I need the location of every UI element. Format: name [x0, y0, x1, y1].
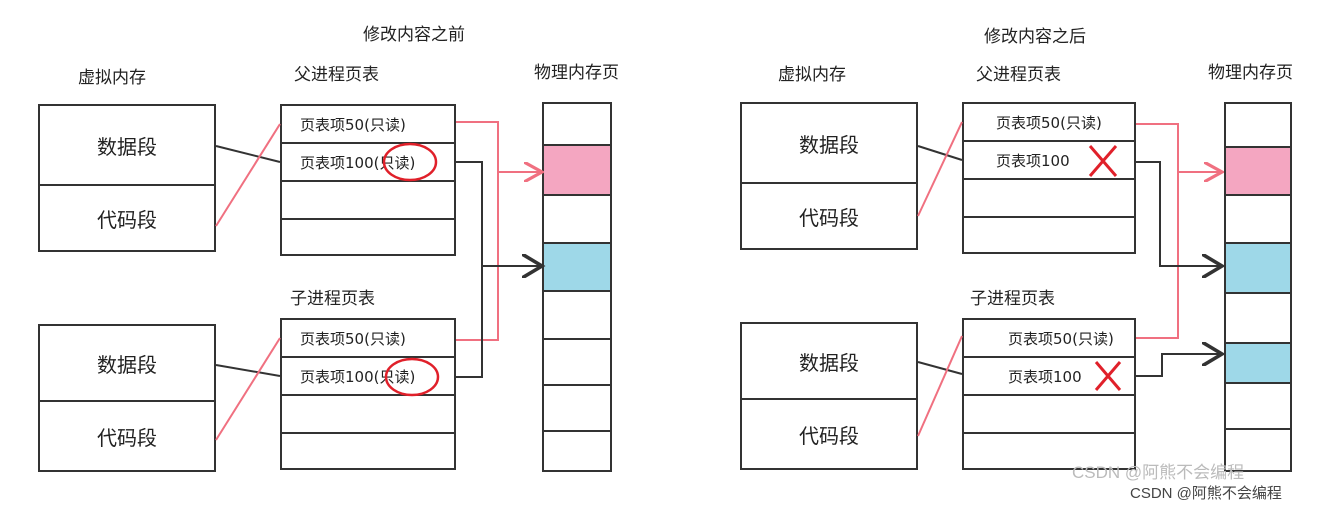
- data-segment-link: [917, 361, 963, 375]
- page-table-entry: [282, 220, 454, 256]
- child-virtual-memory: 数据段 代码段: [38, 324, 216, 472]
- physical-page-100: [544, 244, 610, 292]
- child-table-label: 子进程页表: [290, 289, 375, 309]
- before-panel: 修改内容之前 虚拟内存 父进程页表 物理内存页 子进程页表 数据段 代码段 数据…: [38, 25, 619, 472]
- entry50-to-page: [1136, 123, 1220, 172]
- physical-page-100-child: [1226, 344, 1290, 384]
- child-page-table: 页表项50(只读) 页表项100: [962, 318, 1136, 470]
- page-table-entry: [282, 396, 454, 434]
- virtual-memory-label: 虚拟内存: [78, 68, 146, 88]
- page-table-entry: 页表项100(只读): [282, 358, 454, 396]
- physical-page: [544, 340, 610, 386]
- entry50-to-page: [456, 172, 499, 341]
- parent-page-table: 页表项50(只读) 页表项100: [962, 102, 1136, 254]
- data-segment-link: [917, 145, 963, 161]
- code-segment-link: [917, 335, 963, 437]
- physical-page-50: [544, 146, 610, 196]
- child-entry100-to-page: [1136, 354, 1220, 377]
- page-table-entry: 页表项50(只读): [282, 106, 454, 144]
- code-segment-link: [917, 121, 963, 217]
- physical-page: [1226, 384, 1290, 430]
- parent-table-label: 父进程页表: [294, 65, 379, 85]
- before-title: 修改内容之前: [363, 25, 465, 45]
- child-virtual-memory: 数据段 代码段: [740, 322, 918, 470]
- entry50-to-page: [1136, 172, 1179, 339]
- entry100-to-page: [456, 161, 540, 266]
- physical-page: [544, 196, 610, 244]
- physical-memory-label: 物理内存页: [534, 63, 619, 83]
- page-table-entry: 页表项100(只读): [282, 144, 454, 182]
- page-table-entry: [282, 182, 454, 220]
- virtual-memory-label: 虚拟内存: [778, 65, 846, 85]
- physical-page: [544, 432, 610, 472]
- entry100-to-page: [456, 266, 483, 378]
- watermark: CSDN @阿熊不会编程: [1130, 485, 1282, 502]
- data-segment: 数据段: [40, 326, 214, 402]
- child-page-table: 页表项50(只读) 页表项100(只读): [280, 318, 456, 470]
- code-segment: 代码段: [799, 205, 859, 230]
- physical-page: [544, 292, 610, 340]
- data-segment: 数据段: [742, 324, 916, 400]
- physical-page-100-parent: [1226, 244, 1290, 294]
- page-table-entry: 页表项100: [964, 358, 1134, 396]
- page-table-entry: 页表项100: [964, 142, 1134, 180]
- physical-page: [544, 386, 610, 432]
- parent-page-table: 页表项50(只读) 页表项100(只读): [280, 104, 456, 256]
- child-table-label: 子进程页表: [970, 289, 1055, 309]
- physical-memory-label: 物理内存页: [1208, 63, 1293, 83]
- parent-table-label: 父进程页表: [976, 65, 1061, 85]
- code-segment-link: [215, 123, 281, 227]
- watermark-faint: CSDN @阿熊不会编程: [1072, 463, 1245, 482]
- parent-virtual-memory: 数据段 代码段: [38, 104, 216, 252]
- parent-entry100-to-page: [1136, 161, 1220, 266]
- physical-page-50: [1226, 148, 1290, 196]
- data-segment-link: [215, 364, 281, 377]
- data-segment-link: [215, 145, 281, 163]
- physical-memory: [1224, 102, 1292, 472]
- page-table-entry: [282, 434, 454, 470]
- parent-virtual-memory: 数据段 代码段: [740, 102, 918, 250]
- page-table-entry: [964, 396, 1134, 434]
- page-table-entry: 页表项50(只读): [964, 320, 1134, 358]
- after-panel: 修改内容之后 虚拟内存 父进程页表 物理内存页 子进程页表 数据段 代码段 数据…: [668, 0, 1336, 511]
- physical-page: [1226, 196, 1290, 244]
- page-table-entry: 页表项50(只读): [282, 320, 454, 358]
- entry50-to-page: [456, 121, 540, 172]
- code-segment-link: [215, 337, 281, 441]
- page-table-entry: [964, 218, 1134, 254]
- page-table-entry: 页表项50(只读): [964, 104, 1134, 142]
- page-table-entry: [964, 180, 1134, 218]
- code-segment: 代码段: [97, 425, 157, 450]
- physical-page: [1226, 294, 1290, 344]
- code-segment: 代码段: [97, 207, 157, 232]
- physical-page: [544, 104, 610, 146]
- physical-memory: [542, 102, 612, 472]
- code-segment: 代码段: [799, 423, 859, 448]
- physical-page: [1226, 104, 1290, 148]
- after-title: 修改内容之后: [984, 27, 1086, 47]
- data-segment: 数据段: [742, 104, 916, 184]
- data-segment: 数据段: [40, 106, 214, 186]
